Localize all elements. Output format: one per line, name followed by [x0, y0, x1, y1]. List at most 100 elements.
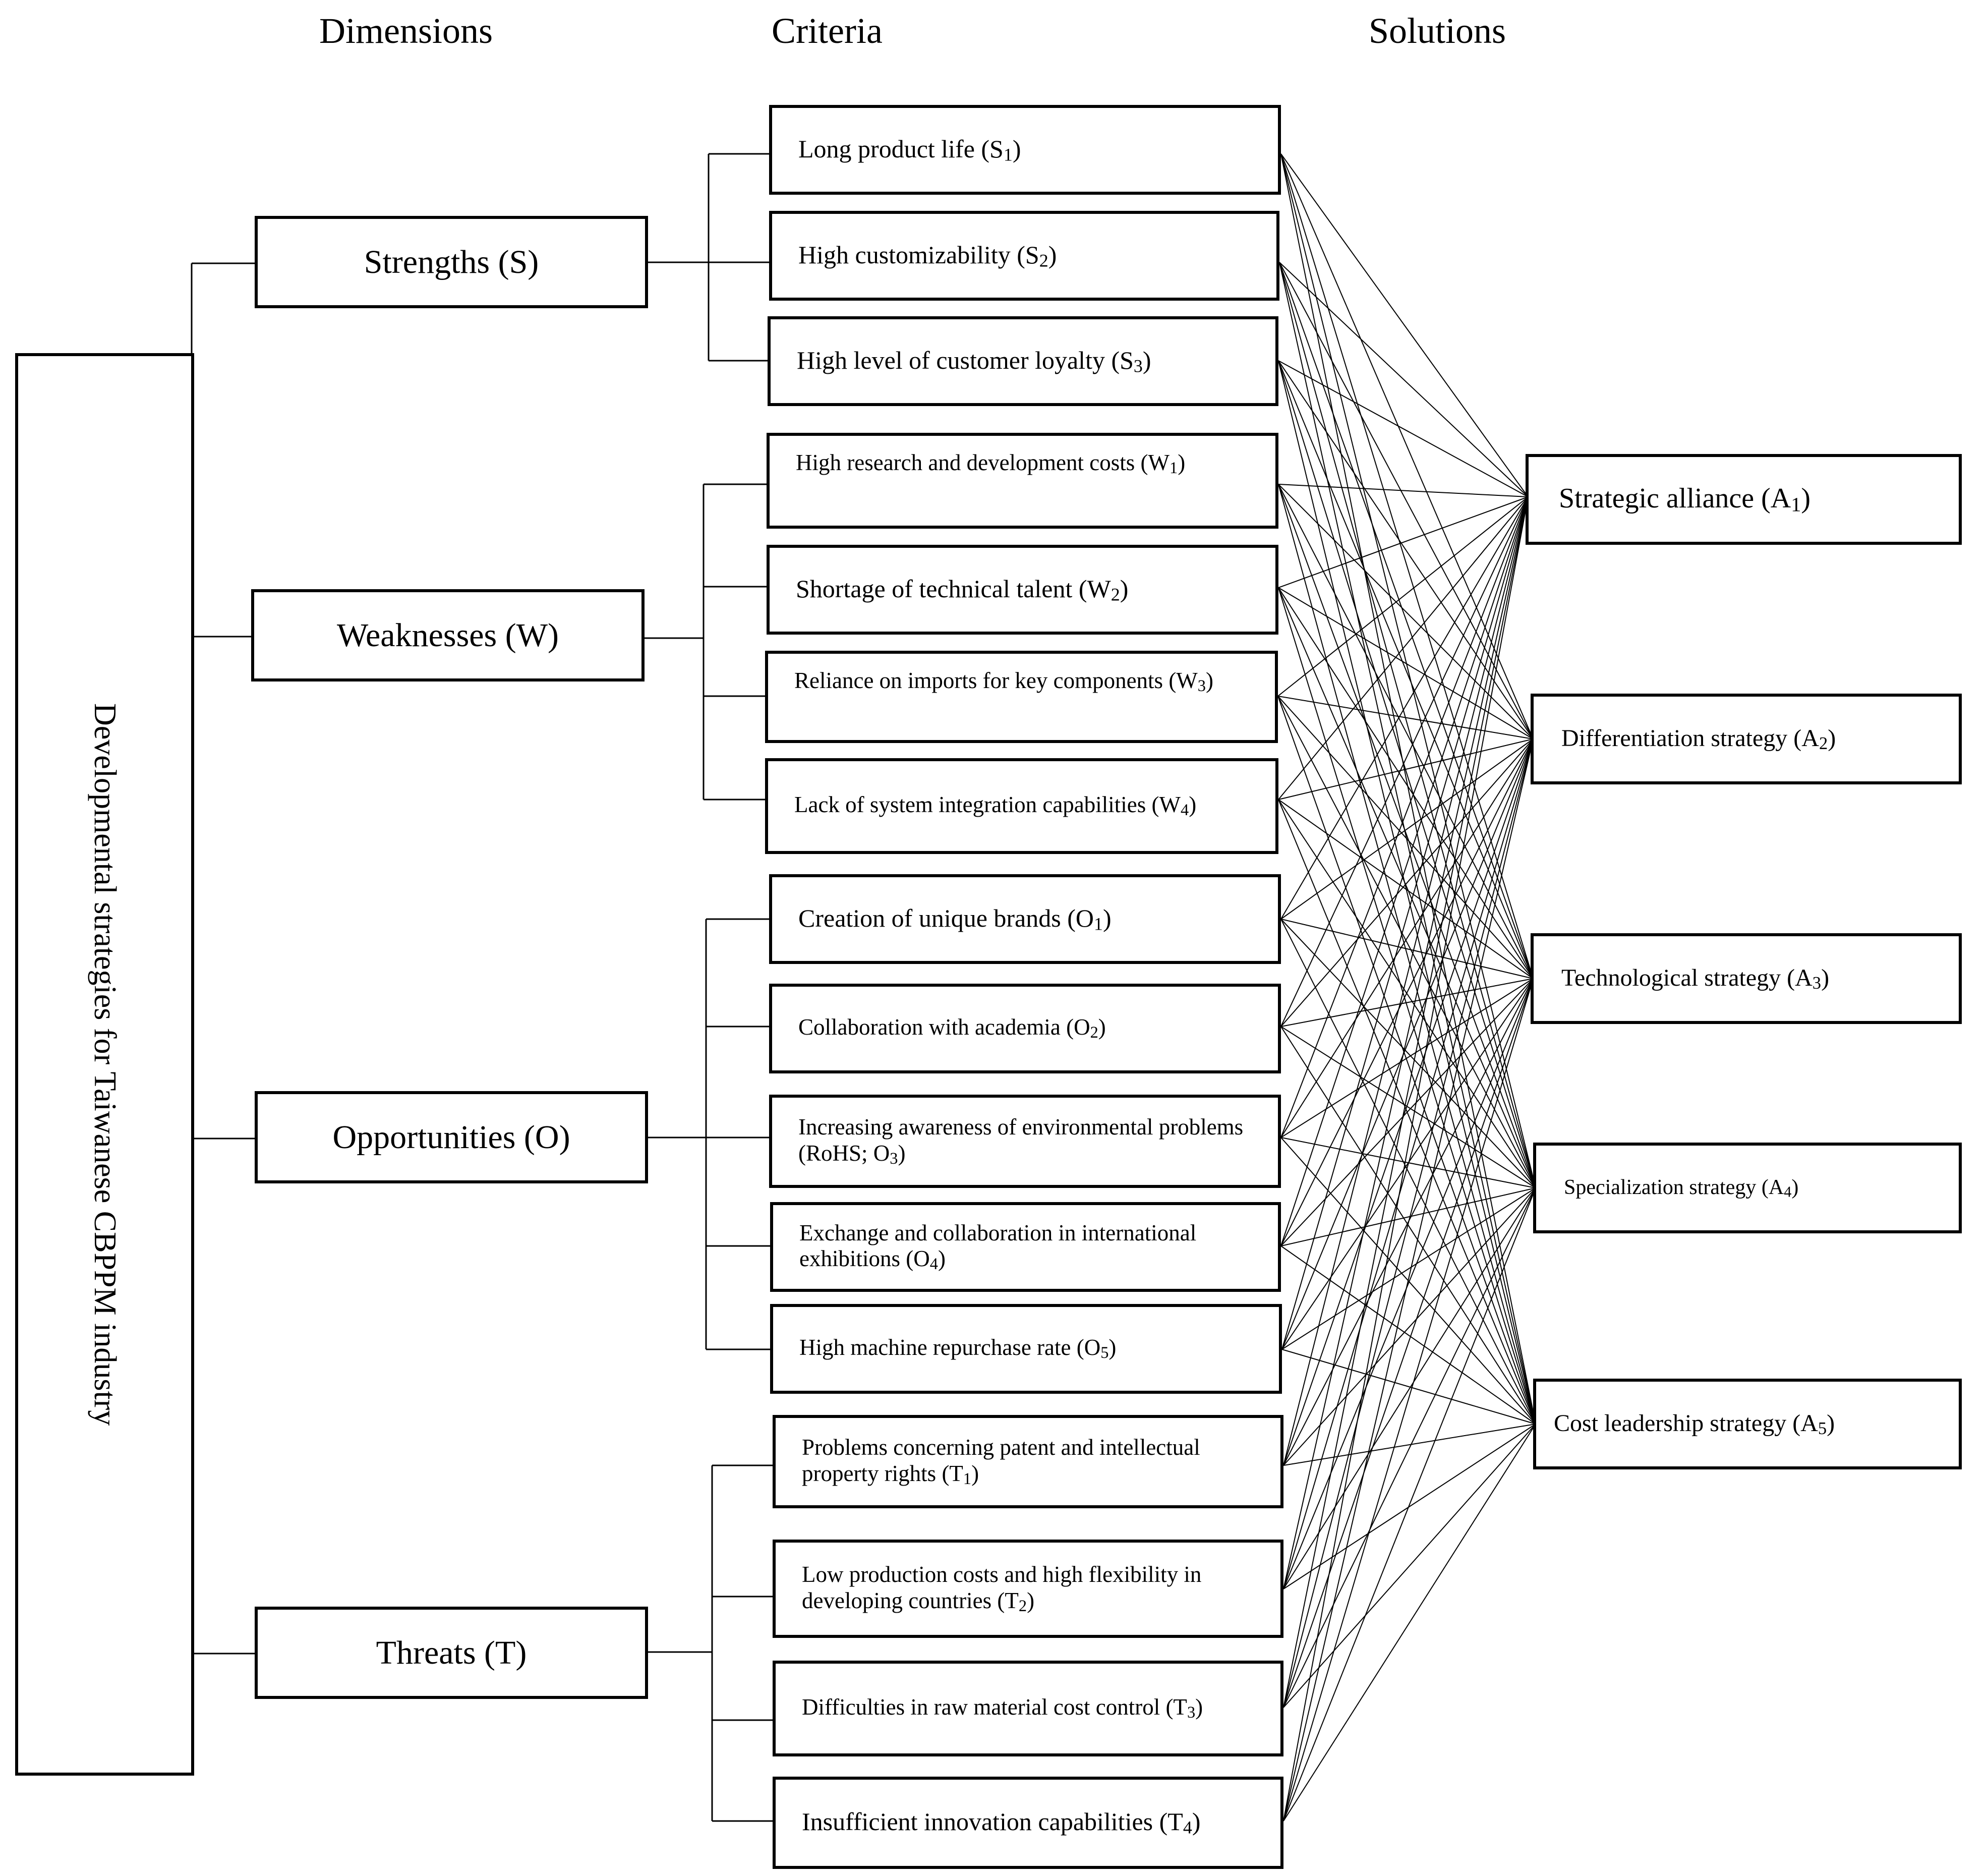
criterion-solution-link	[1278, 587, 1536, 1188]
criterion-solution-link	[1277, 496, 1529, 697]
criterion-solution-link	[1283, 1187, 1536, 1822]
solution-label: Strategic alliance (A1)	[1559, 483, 1811, 516]
criterion-t4: Insufficient innovation capabilities (T4…	[773, 1777, 1283, 1869]
solution-label: Technological strategy (A3)	[1561, 964, 1830, 993]
criterion-label: Reliance on imports for key components (…	[794, 668, 1213, 695]
criterion-label: Exchange and collaboration in internatio…	[799, 1220, 1197, 1274]
criterion-solution-link	[1280, 919, 1536, 1425]
goal-box: Developmental strategies for Taiwanese C…	[15, 353, 194, 1776]
criterion-solution-link	[1280, 1026, 1536, 1188]
criterion-w1: High research and development costs (W1)	[767, 433, 1278, 529]
criterion-t1: Problems concerning patent and intellect…	[773, 1415, 1283, 1508]
criterion-label: Long product life (S1)	[798, 134, 1021, 165]
header-dimensions: Dimensions	[319, 11, 493, 51]
criterion-label: Problems concerning patent and intellect…	[802, 1435, 1200, 1488]
criterion-solution-link	[1279, 262, 1534, 740]
criterion-t3: Difficulties in raw material cost contro…	[773, 1661, 1283, 1756]
criterion-solution-link	[1278, 360, 1536, 1425]
criterion-solution-link	[1283, 1424, 1536, 1708]
solution-label: Cost leadership strategy (A5)	[1554, 1409, 1835, 1439]
solution-a1: Strategic alliance (A1)	[1526, 454, 1962, 545]
criterion-solution-link	[1280, 153, 1534, 740]
criterion-solution-link	[1283, 978, 1534, 1822]
dimension-label: Weaknesses (W)	[337, 616, 559, 654]
criterion-solution-link	[1278, 587, 1534, 979]
criterion-w2: Shortage of technical talent (W2)	[767, 545, 1278, 635]
criterion-solution-link	[1279, 262, 1529, 497]
criterion-w4: Lack of system integration capabilities …	[765, 758, 1278, 854]
criterion-solution-link	[1283, 738, 1534, 1466]
criterion-solution-link	[1281, 738, 1534, 1350]
criterion-label: Difficulties in raw material cost contro…	[802, 1694, 1203, 1722]
criterion-solution-link	[1278, 484, 1536, 1188]
criterion-t2: Low production costs and high flexibilit…	[773, 1540, 1283, 1638]
criterion-solution-link	[1280, 978, 1534, 1138]
criterion-solution-link	[1279, 262, 1536, 1425]
solution-a5: Cost leadership strategy (A5)	[1533, 1379, 1962, 1469]
criterion-label: Creation of unique brands (O1)	[798, 903, 1112, 934]
criterion-solution-link	[1280, 738, 1534, 1027]
criterion-label: Increasing awareness of environmental pr…	[798, 1114, 1244, 1168]
criterion-solution-link	[1281, 978, 1534, 1350]
criterion-solution-link	[1277, 696, 1534, 740]
criterion-solution-link	[1278, 484, 1534, 979]
criterion-solution-link	[1278, 799, 1534, 979]
criterion-s3: High level of customer loyalty (S3)	[768, 316, 1278, 406]
criterion-solution-link	[1283, 738, 1534, 1822]
criterion-solution-link	[1283, 1187, 1536, 1589]
solution-label: Differentiation strategy (A2)	[1561, 724, 1836, 754]
criterion-solution-link	[1281, 1349, 1536, 1425]
dimension-threats: Threats (T)	[255, 1607, 648, 1699]
criterion-solution-link	[1278, 360, 1529, 497]
criterion-solution-link	[1283, 496, 1529, 1822]
solution-label: Specialization strategy (A4)	[1564, 1175, 1799, 1201]
criterion-label: Lack of system integration capabilities …	[794, 792, 1197, 820]
criterion-solution-link	[1278, 360, 1534, 979]
criterion-o2: Collaboration with academia (O2)	[769, 984, 1281, 1073]
criterion-solution-link	[1280, 978, 1534, 1246]
criterion-solution-link	[1283, 1187, 1536, 1708]
header-solutions: Solutions	[1368, 11, 1506, 51]
criterion-solution-link	[1278, 587, 1534, 740]
criterion-solution-link	[1278, 360, 1536, 1188]
criterion-solution-link	[1280, 1245, 1536, 1425]
dimension-opportunities: Opportunities (O)	[255, 1091, 648, 1183]
solution-a4: Specialization strategy (A4)	[1533, 1143, 1962, 1233]
criterion-solution-link	[1280, 738, 1534, 1246]
criterion-solution-link	[1279, 262, 1536, 1188]
criterion-solution-link	[1283, 1424, 1536, 1466]
criterion-solution-link	[1283, 1187, 1536, 1466]
dimension-weaknesses: Weaknesses (W)	[251, 589, 645, 681]
criterion-solution-link	[1278, 484, 1529, 497]
criterion-solution-link	[1280, 153, 1536, 1425]
criterion-label: Shortage of technical talent (W2)	[796, 574, 1129, 605]
solution-a2: Differentiation strategy (A2)	[1531, 694, 1962, 784]
criterion-solution-link	[1281, 1187, 1536, 1350]
criterion-solution-link	[1279, 262, 1534, 979]
criterion-label: High customizability (S2)	[798, 240, 1057, 271]
criterion-s1: Long product life (S1)	[769, 105, 1281, 195]
criterion-w3: Reliance on imports for key components (…	[765, 651, 1278, 743]
criterion-label: Low production costs and high flexibilit…	[802, 1562, 1202, 1615]
criterion-solution-link	[1283, 978, 1534, 1589]
criterion-solution-link	[1283, 738, 1534, 1589]
criterion-o3: Increasing awareness of environmental pr…	[769, 1095, 1281, 1188]
header-criteria: Criteria	[772, 11, 883, 51]
dimension-label: Threats (T)	[376, 1634, 527, 1671]
criterion-solution-link	[1283, 738, 1534, 1708]
criterion-solution-link	[1280, 738, 1534, 920]
criterion-solution-link	[1280, 919, 1534, 979]
criterion-label: Insufficient innovation capabilities (T4…	[802, 1807, 1201, 1838]
criterion-solution-link	[1277, 696, 1534, 979]
criterion-solution-link	[1280, 496, 1529, 1246]
criterion-solution-link	[1278, 587, 1536, 1425]
dimension-strengths: Strengths (S)	[255, 216, 648, 308]
criterion-label: Collaboration with academia (O2)	[798, 1014, 1106, 1042]
criterion-solution-link	[1278, 496, 1529, 588]
criterion-solution-link	[1280, 496, 1529, 920]
dimension-label: Strengths (S)	[364, 243, 539, 280]
criterion-solution-link	[1281, 496, 1529, 1350]
criterion-solution-link	[1277, 696, 1536, 1188]
criterion-s2: High customizability (S2)	[769, 211, 1279, 301]
